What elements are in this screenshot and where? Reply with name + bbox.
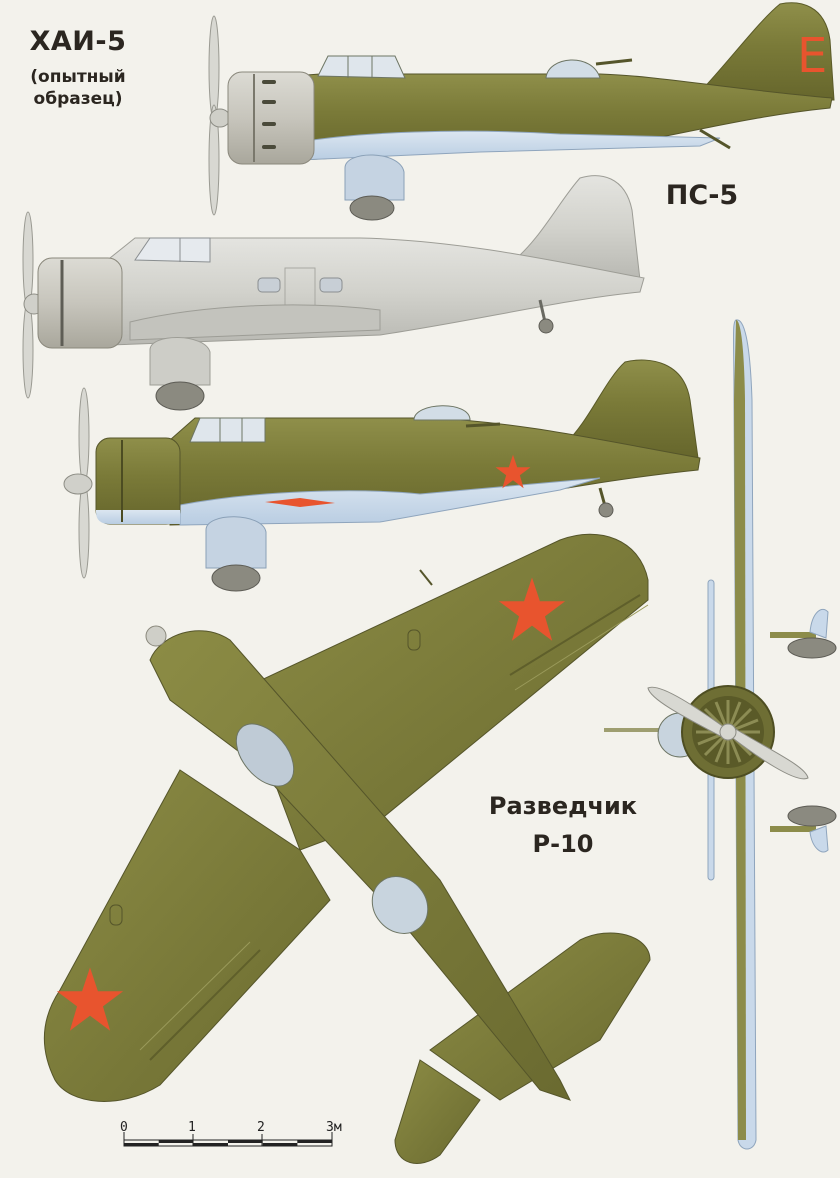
scale-bar: 0 1 2 3м <box>120 1120 342 1147</box>
xai5-subtitle-line2: образец) <box>33 89 123 109</box>
scale-tick-0: 0 <box>120 1120 128 1135</box>
xai5-subtitle: (опытный образец) <box>8 66 148 110</box>
scale-tick-1: 1 <box>188 1120 196 1135</box>
xai5-side-view: Е <box>208 2 835 221</box>
scale-tick-3: 3м <box>326 1120 342 1135</box>
r10-top-view <box>43 533 651 1164</box>
r10-front-view <box>604 319 837 1150</box>
r10-title-line2: Р-10 <box>532 830 594 858</box>
tail-code: Е <box>797 28 827 84</box>
r10-title-line1: Разведчик <box>488 792 638 820</box>
ps5-title: ПС-5 <box>665 180 739 211</box>
xai5-subtitle-line1: (опытный <box>30 67 126 87</box>
ps5-side-view <box>22 175 645 411</box>
r10-side-view <box>63 359 701 592</box>
xai5-title: ХАИ-5 <box>29 26 127 57</box>
scale-tick-2: 2 <box>257 1120 265 1135</box>
